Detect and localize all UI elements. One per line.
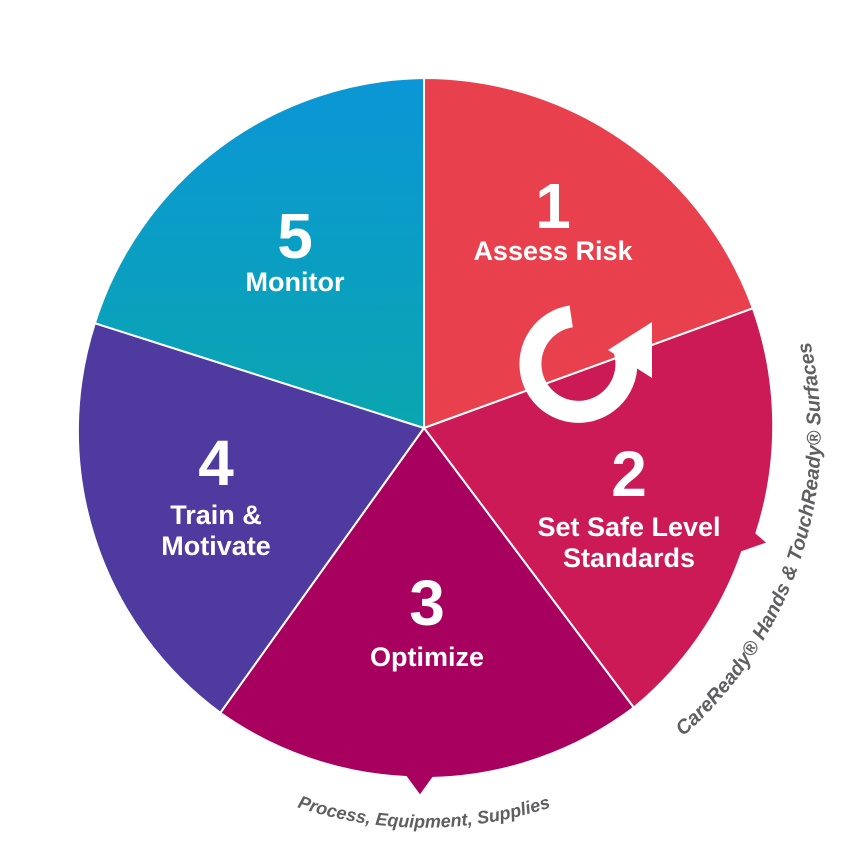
segment-2-label-line-1: Set Safe Level [537,512,720,542]
segment-2 [422,307,775,710]
segment-2-number: 2 [611,438,647,510]
segment-4-label-line-2: Motivate [161,531,271,561]
segment-4-label-line-1: Train & [170,500,262,530]
circular-arrow-icon [519,305,652,423]
segment-5-label: Monitor [246,267,345,297]
segment-4 [76,321,426,715]
segment-3-note: Process, Equipment, Supplies [296,792,553,832]
segment-1-label: Assess Risk [473,236,633,266]
segment-3-label: Optimize [370,642,484,672]
segment-3-number: 3 [409,567,445,639]
segment-1-number: 1 [535,170,571,242]
segment-5-number: 5 [277,200,313,272]
segment-2-label-line-2: Standards [563,543,695,573]
segment-1 [423,76,755,430]
segment-3 [218,426,636,798]
segment-5 [93,76,425,430]
segment-4-number: 4 [198,427,234,499]
